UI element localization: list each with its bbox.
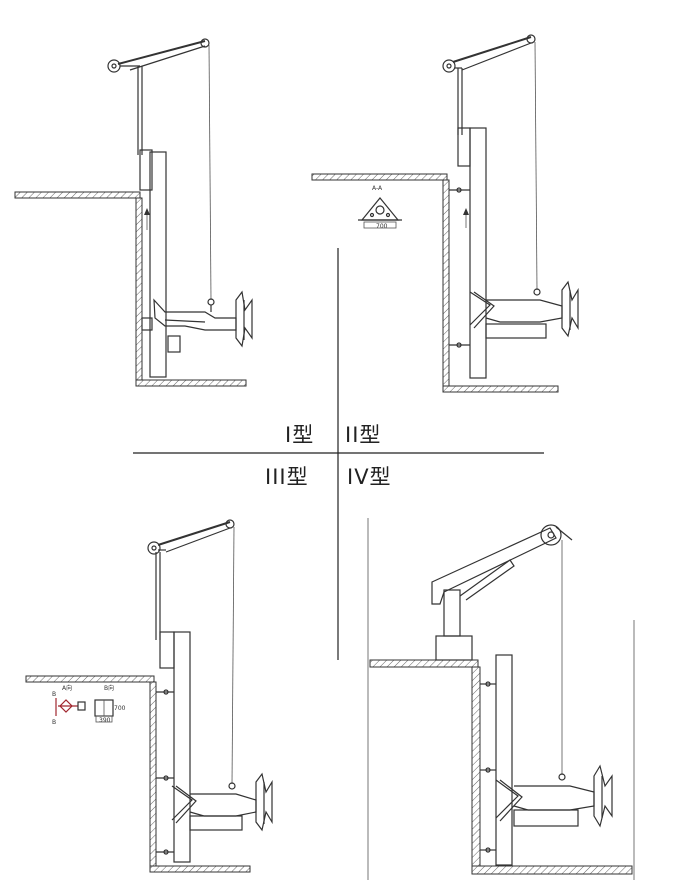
type-2-label: II型 <box>345 423 382 447</box>
view-a-label: A向 <box>62 684 72 692</box>
view-a-inset: A向 B B <box>52 684 86 726</box>
type-3-label: III型 <box>265 465 309 489</box>
type-2-drawing <box>311 34 579 393</box>
section-a-a-inset: A-A 700 <box>358 185 402 230</box>
type-3-drawing <box>25 519 273 873</box>
marker-b-top: B <box>52 691 56 698</box>
section-label: A-A <box>372 185 383 192</box>
type-1-drawing <box>14 38 253 387</box>
marker-b-bottom: B <box>52 719 56 726</box>
view-b-label: B向 <box>104 684 114 692</box>
section-dimension: 700 <box>376 223 388 230</box>
type-4-label: IV型 <box>347 465 392 489</box>
view-b-inset: B向 700 390 <box>94 684 126 724</box>
dim-small-1: 700 <box>114 705 126 712</box>
type-1-label: I型 <box>285 423 315 447</box>
type-4-drawing <box>367 518 635 880</box>
dim-small-2: 390 <box>99 717 111 724</box>
